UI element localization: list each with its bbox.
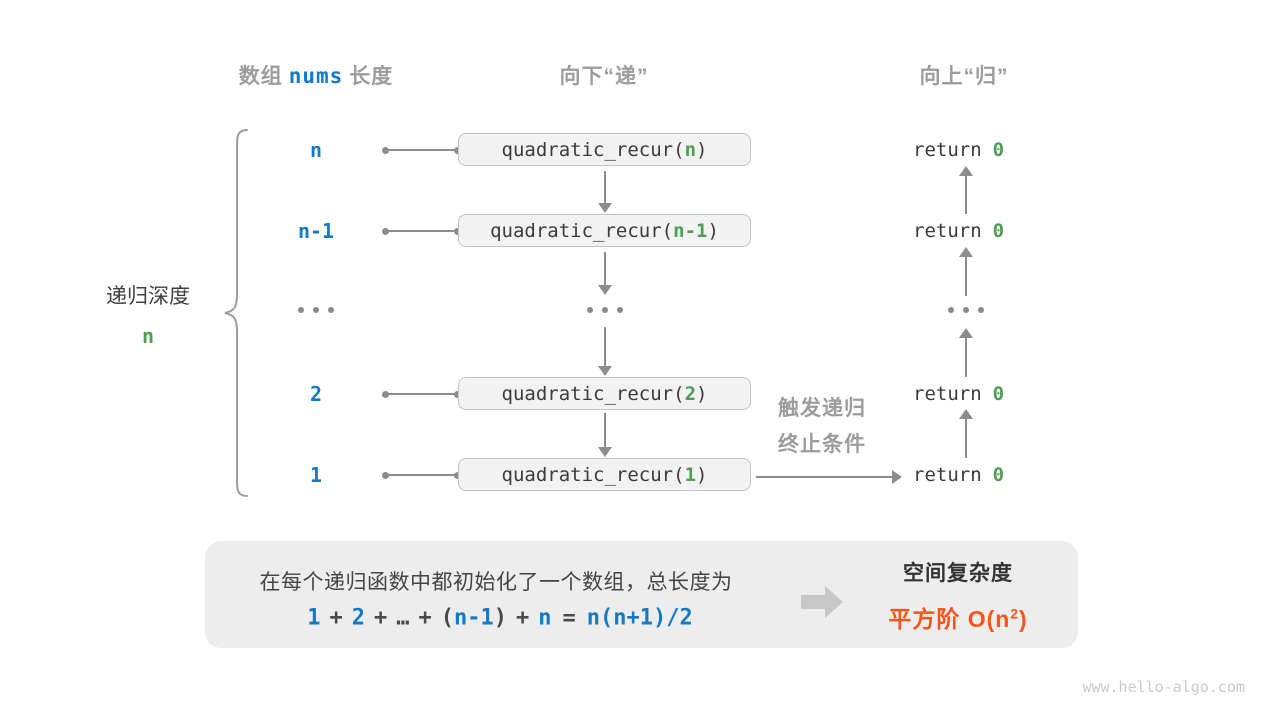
formula-operator: + — [516, 605, 530, 631]
call-box: quadratic_recur(n) — [458, 133, 751, 166]
return-value: 0 — [992, 220, 1005, 242]
call-arg: 1 — [684, 463, 697, 486]
up-arrow-icon — [959, 166, 973, 214]
complexity-title: 空间复杂度 — [903, 562, 1013, 585]
down-arrow-icon — [598, 413, 612, 457]
return-value: 0 — [992, 139, 1005, 161]
call-text: quadratic_recur( — [501, 138, 685, 161]
call-paren: ) — [707, 219, 719, 242]
call-text: quadratic_recur( — [501, 463, 685, 486]
nums-code-label: nums — [288, 64, 344, 88]
summary-panel — [205, 541, 1078, 648]
down-arrow-icon — [598, 252, 612, 295]
up-arrow-icon — [959, 409, 973, 458]
complexity-prefix: 平方阶 O(n — [888, 606, 1011, 632]
return-statement: return 0 — [913, 464, 1004, 486]
stack-depth-label: 2 — [309, 382, 323, 406]
header-array-suffix: 长度 — [349, 65, 394, 88]
call-box: quadratic_recur(2) — [458, 377, 751, 410]
connector-line — [382, 471, 461, 479]
call-text: quadratic_recur( — [501, 382, 685, 405]
return-statement: return 0 — [913, 220, 1004, 242]
complexity-suffix: ) — [1019, 606, 1028, 632]
call-box: quadratic_recur(1) — [458, 458, 751, 491]
connector-line — [382, 146, 461, 154]
formula-operator: + — [374, 605, 388, 631]
header-array-prefix: 数组 — [238, 65, 283, 88]
call-box: quadratic_recur(n-1) — [458, 214, 751, 247]
formula-equals: = — [562, 605, 576, 631]
formula-paren: ) — [493, 605, 508, 631]
ellipsis-icon — [587, 307, 623, 313]
formula-term: 2 — [351, 605, 366, 631]
depth-brace-icon — [224, 129, 248, 497]
formula-ellipsis: … — [396, 605, 410, 631]
call-text: quadratic_recur( — [490, 219, 674, 242]
return-keyword: return — [913, 139, 982, 161]
return-statement: return 0 — [913, 139, 1004, 161]
call-paren: ) — [696, 382, 708, 405]
depth-label: 递归深度 — [106, 285, 190, 308]
formula-operator: + — [329, 605, 343, 631]
summary-description: 在每个递归函数中都初始化了一个数组，总长度为 — [259, 571, 733, 594]
up-arrow-icon — [959, 247, 973, 296]
return-keyword: return — [913, 464, 982, 486]
up-arrow-icon — [959, 328, 973, 377]
return-value: 0 — [992, 383, 1005, 405]
formula-paren: ( — [440, 605, 455, 631]
formula-term: n — [538, 605, 552, 631]
down-arrow-icon — [598, 327, 612, 376]
depth-value: n — [141, 324, 155, 348]
return-statement: return 0 — [913, 383, 1004, 405]
call-arg: 2 — [684, 382, 697, 405]
return-value: 0 — [992, 464, 1005, 486]
stack-depth-label: 1 — [309, 463, 323, 487]
formula-result: n(n+1)/2 — [586, 605, 693, 631]
complexity-exponent: 2 — [1010, 606, 1020, 622]
call-paren: ) — [696, 138, 708, 161]
watermark: www.hello-algo.com — [1082, 678, 1245, 696]
trigger-note-line1: 触发递归 — [778, 397, 866, 420]
ellipsis-icon — [948, 307, 984, 313]
formula-term: n-1 — [454, 605, 494, 631]
down-arrow-icon — [598, 171, 612, 213]
return-keyword: return — [913, 220, 982, 242]
complexity-value: 平方阶 O(n2) — [888, 600, 1027, 634]
return-keyword: return — [913, 383, 982, 405]
call-arg: n-1 — [673, 219, 708, 242]
trigger-note-line2: 终止条件 — [778, 433, 866, 456]
stack-depth-label: n-1 — [297, 219, 335, 243]
summary-formula: 1 + 2 + … + ( n-1 ) + n = n(n+1)/2 — [307, 606, 692, 631]
stack-depth-label: n — [309, 138, 323, 162]
formula-operator: + — [418, 605, 432, 631]
formula-term: 1 — [307, 605, 321, 631]
header-downward-recurse: 向下“递” — [559, 65, 649, 88]
connector-line — [382, 227, 461, 235]
call-paren: ) — [696, 463, 708, 486]
ellipsis-icon — [298, 307, 334, 313]
header-upward-return: 向上“归” — [919, 65, 1009, 88]
connector-line — [382, 390, 461, 398]
block-arrow-icon — [801, 586, 843, 618]
call-arg: n — [684, 138, 697, 161]
right-arrow-icon — [756, 470, 902, 484]
